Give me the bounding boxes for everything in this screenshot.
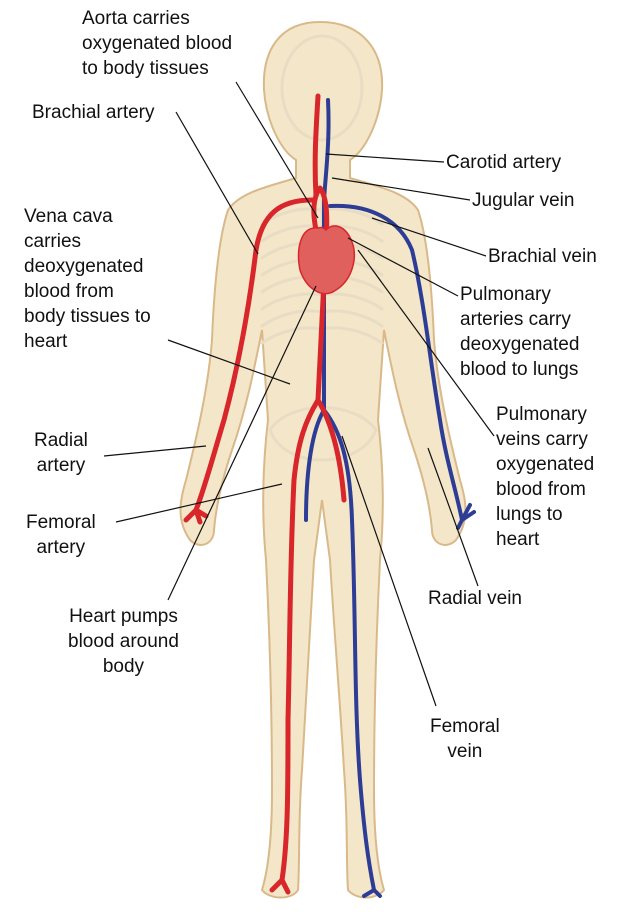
brachial-artery (193, 197, 315, 513)
label-carotid-artery: Carotid artery (446, 152, 562, 173)
leader-radial-vein (427, 447, 479, 587)
leader-aorta (235, 81, 319, 219)
carotid-artery (312, 93, 321, 199)
rib-left (260, 292, 324, 311)
label-radial-artery: Radial artery (34, 430, 88, 476)
skull (280, 34, 364, 142)
leader-brachial-vein (371, 217, 487, 257)
label-pulmonary-arteries: Pulmonary arteries carry deoxygenated bl… (460, 284, 580, 380)
femoral-vein-left (304, 408, 326, 522)
femoral-vein (322, 408, 376, 892)
rib-left (260, 326, 324, 345)
femoral-artery (279, 397, 321, 883)
label-vena-cava: Vena cava carries deoxygenated blood fro… (24, 206, 151, 352)
heart-shape (297, 225, 356, 295)
label-heart-pumps: Heart pumps blood around body (68, 606, 179, 677)
rib-right (320, 326, 384, 345)
foot-artery (269, 877, 291, 895)
foot-vein (362, 888, 382, 898)
leader-lines (103, 81, 495, 707)
leader-brachial-artery (175, 111, 259, 255)
leader-jugular-vein (331, 177, 471, 201)
radial-artery-hand (183, 507, 209, 525)
femoral-artery-right (315, 397, 347, 503)
label-aorta: Aorta carries oxygenated blood to body t… (82, 8, 233, 79)
leader-radial-artery (103, 445, 207, 457)
leader-femoral-artery (115, 483, 283, 523)
heart (297, 225, 356, 295)
body-silhouette (179, 20, 467, 899)
label-pulmonary-veins: Pulmonary veins carry oxygenated blood f… (496, 404, 595, 550)
radial-vein-branch (456, 503, 476, 530)
leader-femoral-vein (341, 435, 437, 707)
rib-left (260, 309, 324, 328)
leader-heart-pumps (167, 285, 317, 601)
label-jugular-vein: Jugular vein (472, 190, 575, 211)
leader-vena-cava (167, 339, 291, 385)
label-brachial-artery: Brachial artery (32, 102, 155, 123)
label-radial-vein: Radial vein (428, 588, 522, 609)
leader-carotid-artery (325, 153, 445, 163)
label-brachial-vein: Brachial vein (488, 246, 597, 267)
leader-pulmonary-veins (357, 249, 495, 437)
label-femoral-artery: Femoral artery (26, 512, 96, 558)
rib-right (320, 309, 384, 328)
aorta (311, 185, 330, 403)
label-femoral-vein: Femoral vein (430, 716, 500, 762)
leader-pulmonary-arteries (347, 237, 459, 297)
arteries (183, 93, 347, 895)
brachial-vein (328, 203, 464, 522)
